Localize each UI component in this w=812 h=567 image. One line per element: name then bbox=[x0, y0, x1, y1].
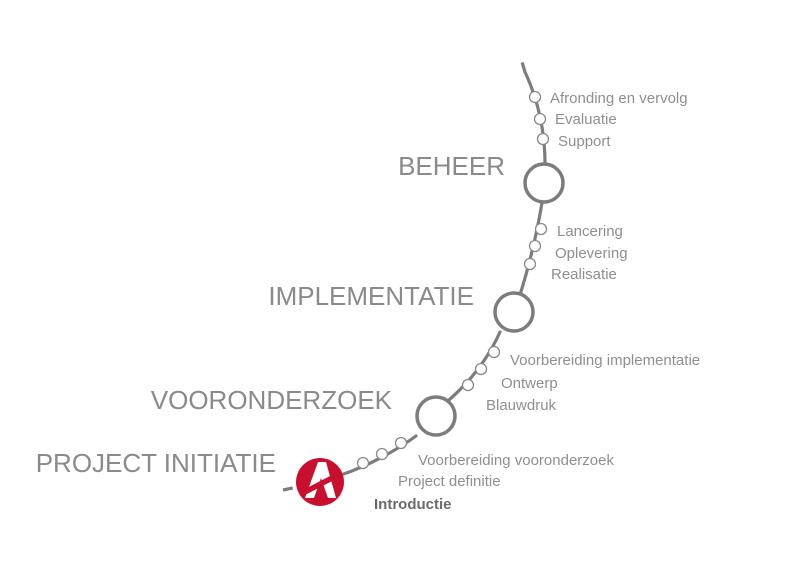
step-label-introductie: Introductie bbox=[374, 496, 452, 513]
step-node-ontwerp[interactable] bbox=[474, 362, 488, 376]
step-label-realisatie: Realisatie bbox=[551, 266, 617, 283]
step-node-voorbereiding-vooronderzoek[interactable] bbox=[356, 456, 370, 470]
step-node-project-definitie[interactable] bbox=[375, 447, 389, 461]
step-node-blauwdruk[interactable] bbox=[461, 378, 475, 392]
step-node-support[interactable] bbox=[536, 132, 550, 146]
step-node-realisatie[interactable] bbox=[523, 257, 537, 271]
step-node-introductie-pre[interactable] bbox=[394, 436, 408, 450]
phase-node-implementatie[interactable] bbox=[493, 291, 535, 333]
track-exit-dashed bbox=[520, 61, 527, 73]
step-node-afronding[interactable] bbox=[528, 90, 542, 104]
logo-icon[interactable] bbox=[296, 458, 344, 506]
phase-label-implementatie: IMPLEMENTATIE bbox=[268, 281, 474, 311]
track-entry-dashed bbox=[282, 484, 303, 492]
step-label-ontwerp: Ontwerp bbox=[501, 375, 558, 392]
step-node-oplevering[interactable] bbox=[528, 239, 542, 253]
phase-label-project-initiatie: PROJECT INITIATIE bbox=[36, 448, 276, 478]
track-vooronderzoek-to-implementatie bbox=[447, 330, 502, 402]
step-label-voorbereiding-implementatie: Voorbereiding implementatie bbox=[510, 352, 700, 369]
step-node-lancering[interactable] bbox=[534, 222, 548, 236]
step-label-evaluatie: Evaluatie bbox=[555, 111, 617, 128]
step-label-oplevering: Oplevering bbox=[555, 245, 628, 262]
step-label-lancering: Lancering bbox=[557, 223, 623, 240]
step-label-voorbereiding-vooronderzoek: Voorbereiding vooronderzoek bbox=[418, 452, 614, 469]
phase-label-beheer: BEHEER bbox=[398, 151, 505, 181]
step-node-evaluatie[interactable] bbox=[533, 112, 547, 126]
step-label-project-definitie: Project definitie bbox=[398, 473, 501, 490]
phase-node-beheer[interactable] bbox=[523, 162, 565, 204]
step-label-support: Support bbox=[558, 133, 611, 150]
step-label-afronding: Afronding en vervolg bbox=[550, 90, 688, 107]
step-label-blauwdruk: Blauwdruk bbox=[486, 397, 557, 414]
phase-node-vooronderzoek[interactable] bbox=[415, 395, 457, 437]
phase-label-vooronderzoek: VOORONDERZOEK bbox=[151, 385, 393, 415]
step-node-voorbereiding-implementatie[interactable] bbox=[487, 345, 501, 359]
